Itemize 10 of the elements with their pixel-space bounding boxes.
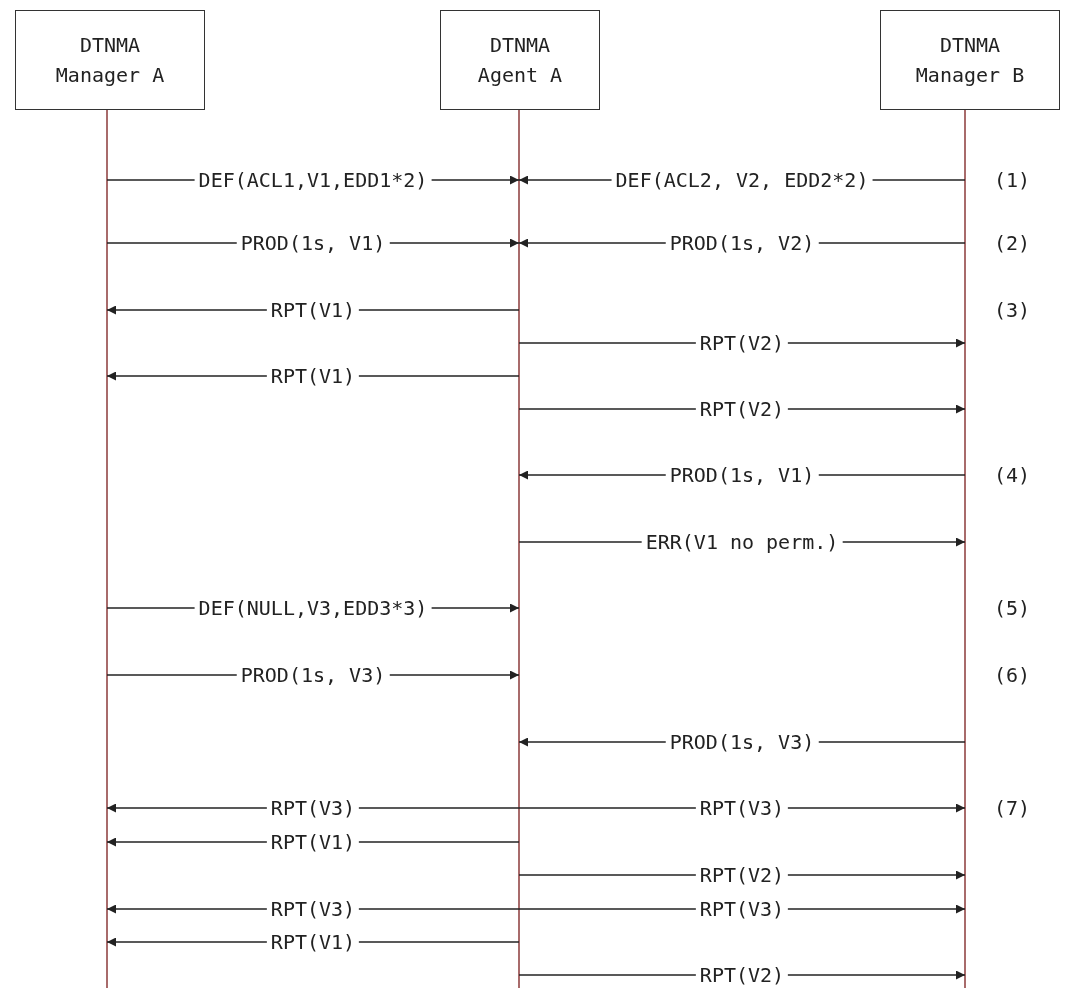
step-number: (7) [993, 796, 1031, 820]
participant-name: DTNMA Manager A [54, 32, 166, 89]
participant-name: DTNMA Agent A [476, 32, 564, 89]
step-number: (6) [993, 663, 1031, 687]
participant-name: DTNMA Manager B [914, 32, 1026, 89]
step-number: (2) [993, 231, 1031, 255]
step-number: (5) [993, 596, 1031, 620]
step-number: (3) [993, 298, 1031, 322]
step-number: (4) [993, 463, 1031, 487]
step-number: (1) [993, 168, 1031, 192]
